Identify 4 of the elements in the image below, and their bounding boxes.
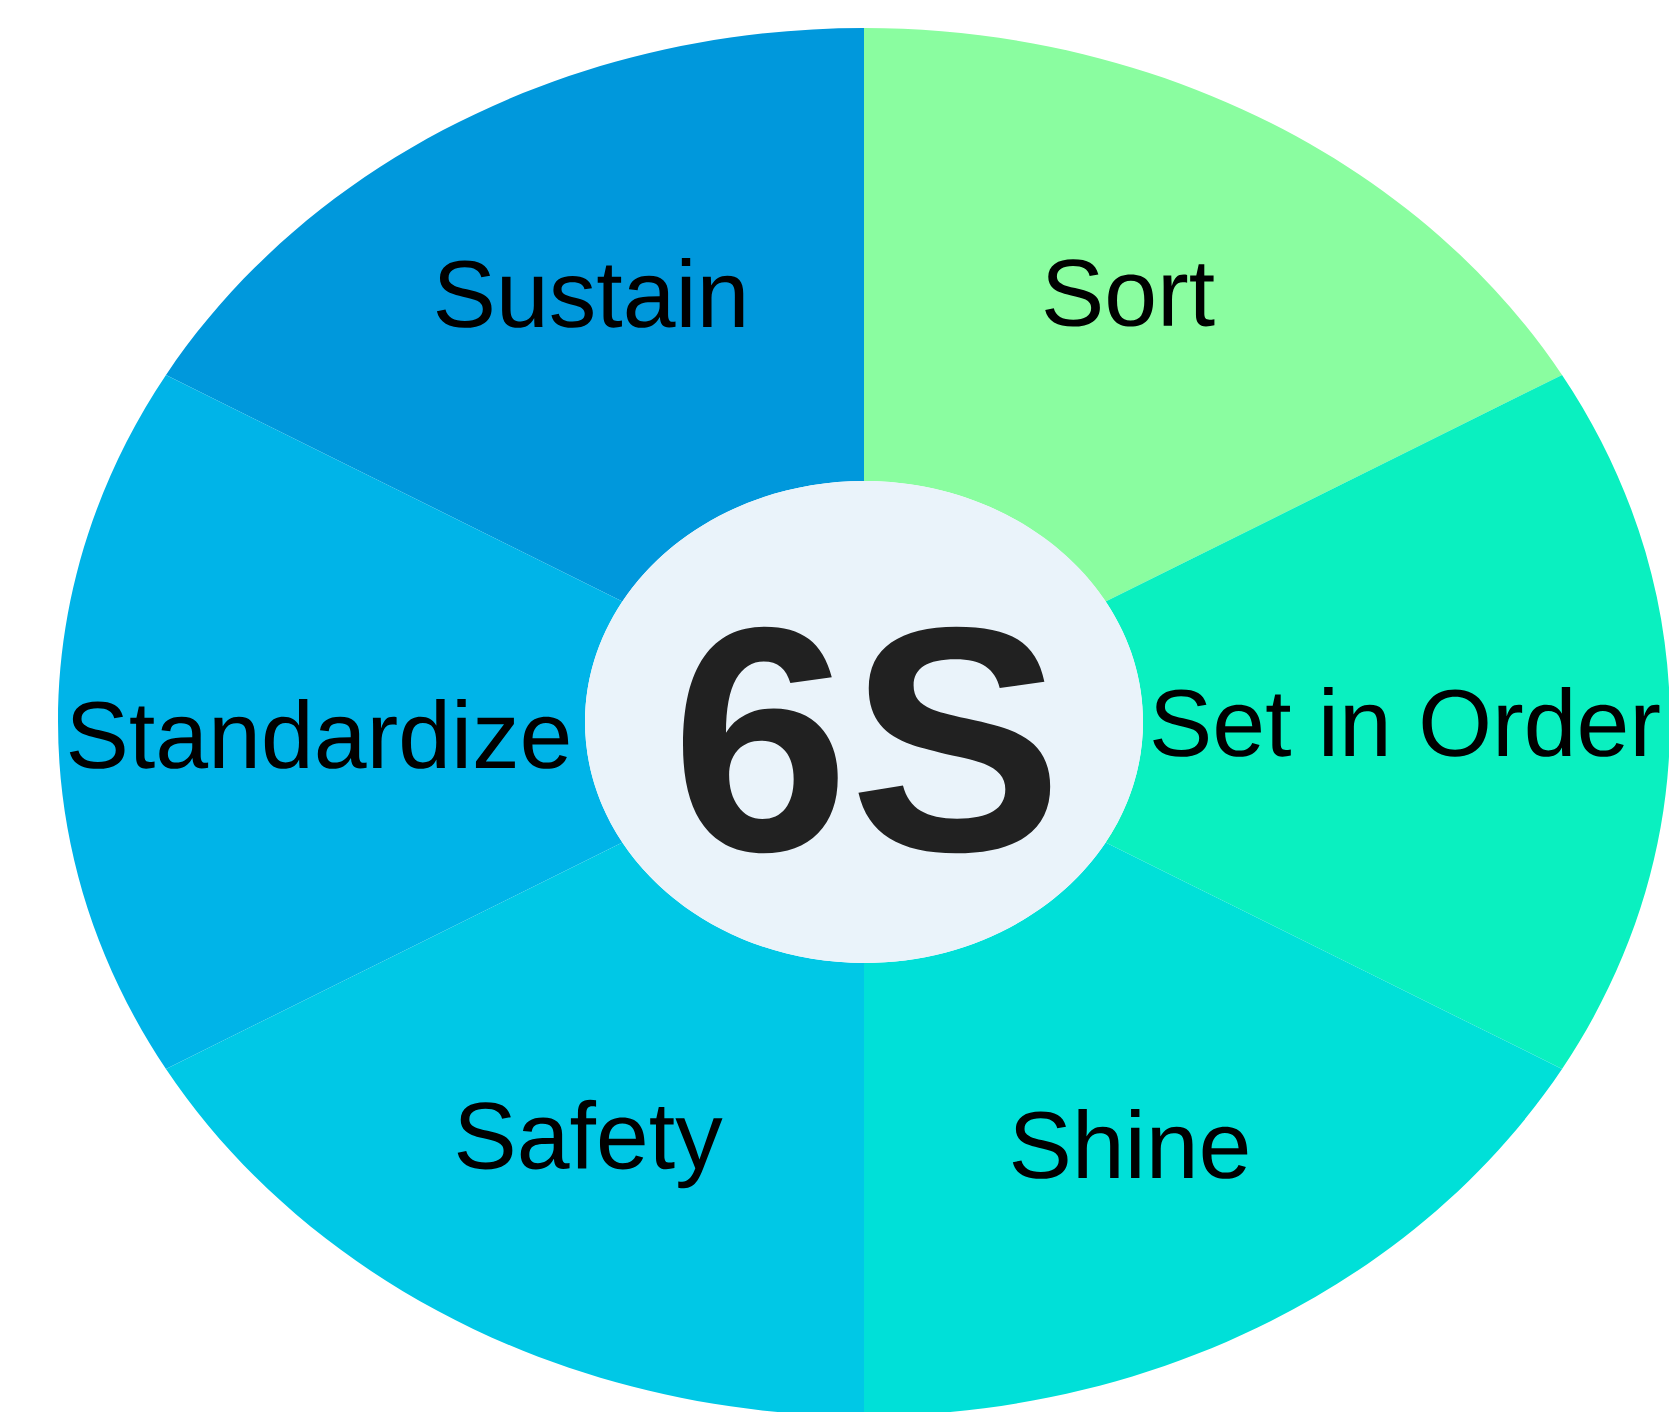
wheel-segment: Standardize [58, 375, 623, 1069]
wheel-segment: Sort [864, 28, 1563, 602]
wheel-segment: Set in Order [1105, 375, 1669, 1069]
wheel-segment: Sustain [166, 28, 864, 602]
